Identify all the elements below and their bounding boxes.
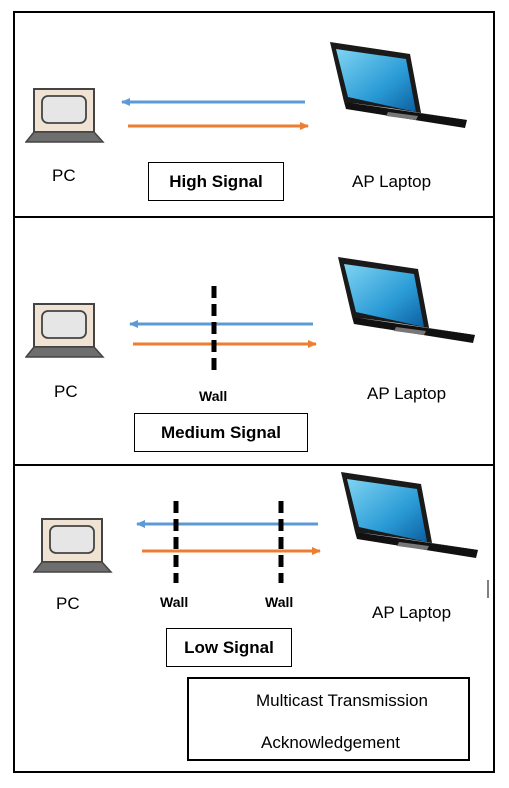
laptop-icon [330, 42, 467, 128]
wall-label: Wall [160, 594, 189, 610]
pc-label: PC [54, 382, 78, 401]
wall-label: Wall [199, 388, 228, 404]
ap-laptop-label: AP Laptop [367, 384, 447, 403]
panel-divider [13, 216, 495, 218]
signal-label-box: Medium Signal [134, 413, 308, 452]
wall-label: Wall [265, 594, 294, 610]
pc-icon [25, 88, 104, 143]
diagram-frame [13, 11, 495, 773]
signal-label-box: Low Signal [166, 628, 292, 667]
pc-label: PC [52, 166, 76, 185]
signal-label: High Signal [169, 171, 263, 191]
legend: Multicast Transmission Acknowledgement [187, 677, 470, 761]
legend-multicast-label: Multicast Transmission [256, 691, 428, 710]
ap-laptop-label: AP Laptop [372, 603, 452, 622]
ap-laptop-label: AP Laptop [352, 172, 432, 191]
signal-label: Low Signal [184, 637, 274, 657]
signal-label: Medium Signal [161, 422, 281, 442]
panel-divider [13, 464, 495, 466]
laptop-icon [341, 472, 478, 558]
signal-label-box: High Signal [148, 162, 284, 201]
laptop-icon [338, 257, 475, 343]
pc-label: PC [56, 594, 80, 613]
legend-ack-label: Acknowledgement [261, 733, 400, 752]
pc-icon [33, 518, 112, 573]
pc-icon [25, 303, 104, 358]
